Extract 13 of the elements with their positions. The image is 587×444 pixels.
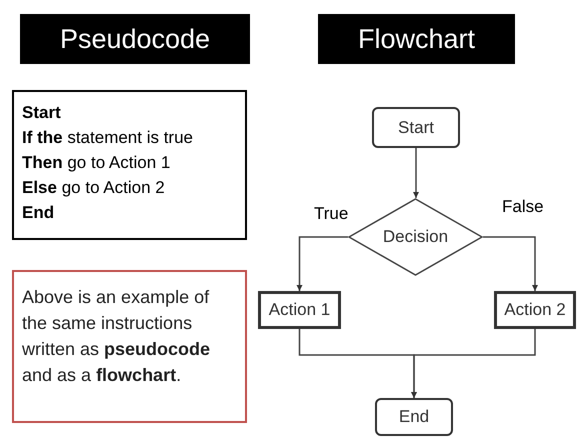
terminator-box: End — [375, 398, 453, 436]
connector-line — [296, 236, 348, 291]
title-banner: Pseudocode — [20, 14, 250, 64]
connector-line — [413, 148, 419, 198]
note-box: Above is an example of the same instructions written as pseudocode and as a flowchart. — [12, 270, 247, 423]
process-box: Action 1 — [258, 291, 341, 329]
connector-line — [411, 329, 536, 398]
decision-diamond: Decision — [348, 198, 483, 276]
connector-line — [483, 236, 538, 291]
title-banner: Flowchart — [318, 14, 515, 64]
process-box: Action 2 — [494, 291, 576, 329]
terminator-box: Start — [372, 107, 460, 148]
pseudocode-box: Start If the statement is true Then go to Action 1 Else go to Action 2 End — [12, 90, 247, 240]
